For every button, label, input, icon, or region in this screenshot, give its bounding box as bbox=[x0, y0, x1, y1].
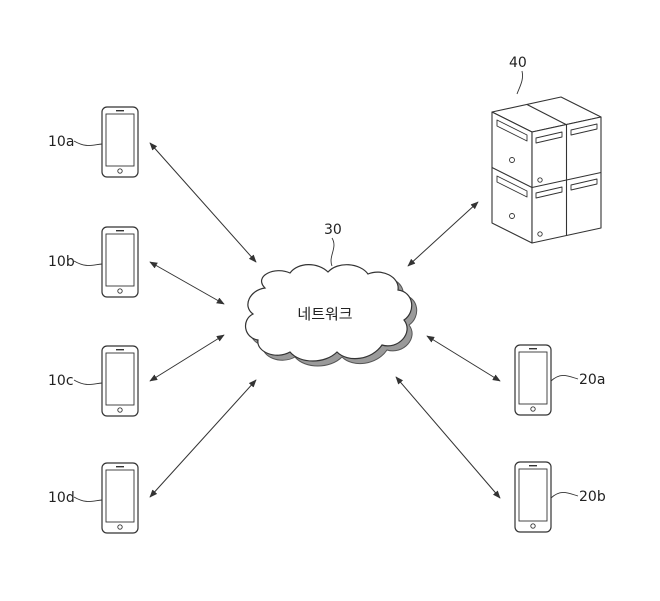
link-network-20b bbox=[395, 376, 501, 499]
link-network-20a bbox=[426, 335, 501, 382]
smartphone-icon bbox=[514, 461, 552, 533]
cloud-icon bbox=[245, 264, 413, 362]
server: 40 bbox=[491, 55, 602, 244]
leader-line bbox=[73, 260, 103, 266]
device-10c: 10c bbox=[48, 345, 139, 417]
network: 네트워크 30 bbox=[245, 222, 418, 367]
smartphone-icon bbox=[514, 344, 552, 416]
link-network-server bbox=[407, 201, 479, 267]
leader-line bbox=[550, 492, 579, 499]
link-10a-network bbox=[149, 142, 257, 263]
device-10b: 10b bbox=[48, 226, 139, 298]
ref-label-40: 40 bbox=[509, 55, 527, 71]
link-10d-network bbox=[149, 379, 257, 498]
link-10c-network bbox=[149, 334, 225, 382]
leader-line bbox=[516, 70, 523, 95]
leader-line bbox=[73, 496, 103, 502]
device-20a: 20a bbox=[514, 344, 605, 416]
smartphone-icon bbox=[101, 106, 139, 178]
leader-line bbox=[73, 140, 103, 146]
ref-label-10c: 10c bbox=[48, 373, 74, 389]
smartphone-icon bbox=[101, 462, 139, 534]
device-20b: 20b bbox=[514, 461, 606, 533]
ref-label-30: 30 bbox=[324, 222, 342, 238]
leader-line bbox=[330, 237, 335, 267]
device-10a: 10a bbox=[48, 106, 139, 178]
ref-label-10b: 10b bbox=[48, 254, 75, 270]
network-label: 네트워크 bbox=[297, 305, 352, 323]
device-10d: 10d bbox=[48, 462, 139, 534]
connections bbox=[149, 142, 501, 499]
leader-line bbox=[550, 375, 579, 382]
server-rack-icon bbox=[491, 96, 602, 244]
ref-label-10a: 10a bbox=[48, 134, 74, 150]
smartphone-icon bbox=[101, 226, 139, 298]
ref-label-20b: 20b bbox=[579, 489, 606, 505]
leader-line bbox=[73, 379, 103, 385]
link-10b-network bbox=[149, 261, 225, 305]
ref-label-20a: 20a bbox=[579, 372, 605, 388]
smartphone-icon bbox=[101, 345, 139, 417]
ref-label-10d: 10d bbox=[48, 490, 75, 506]
